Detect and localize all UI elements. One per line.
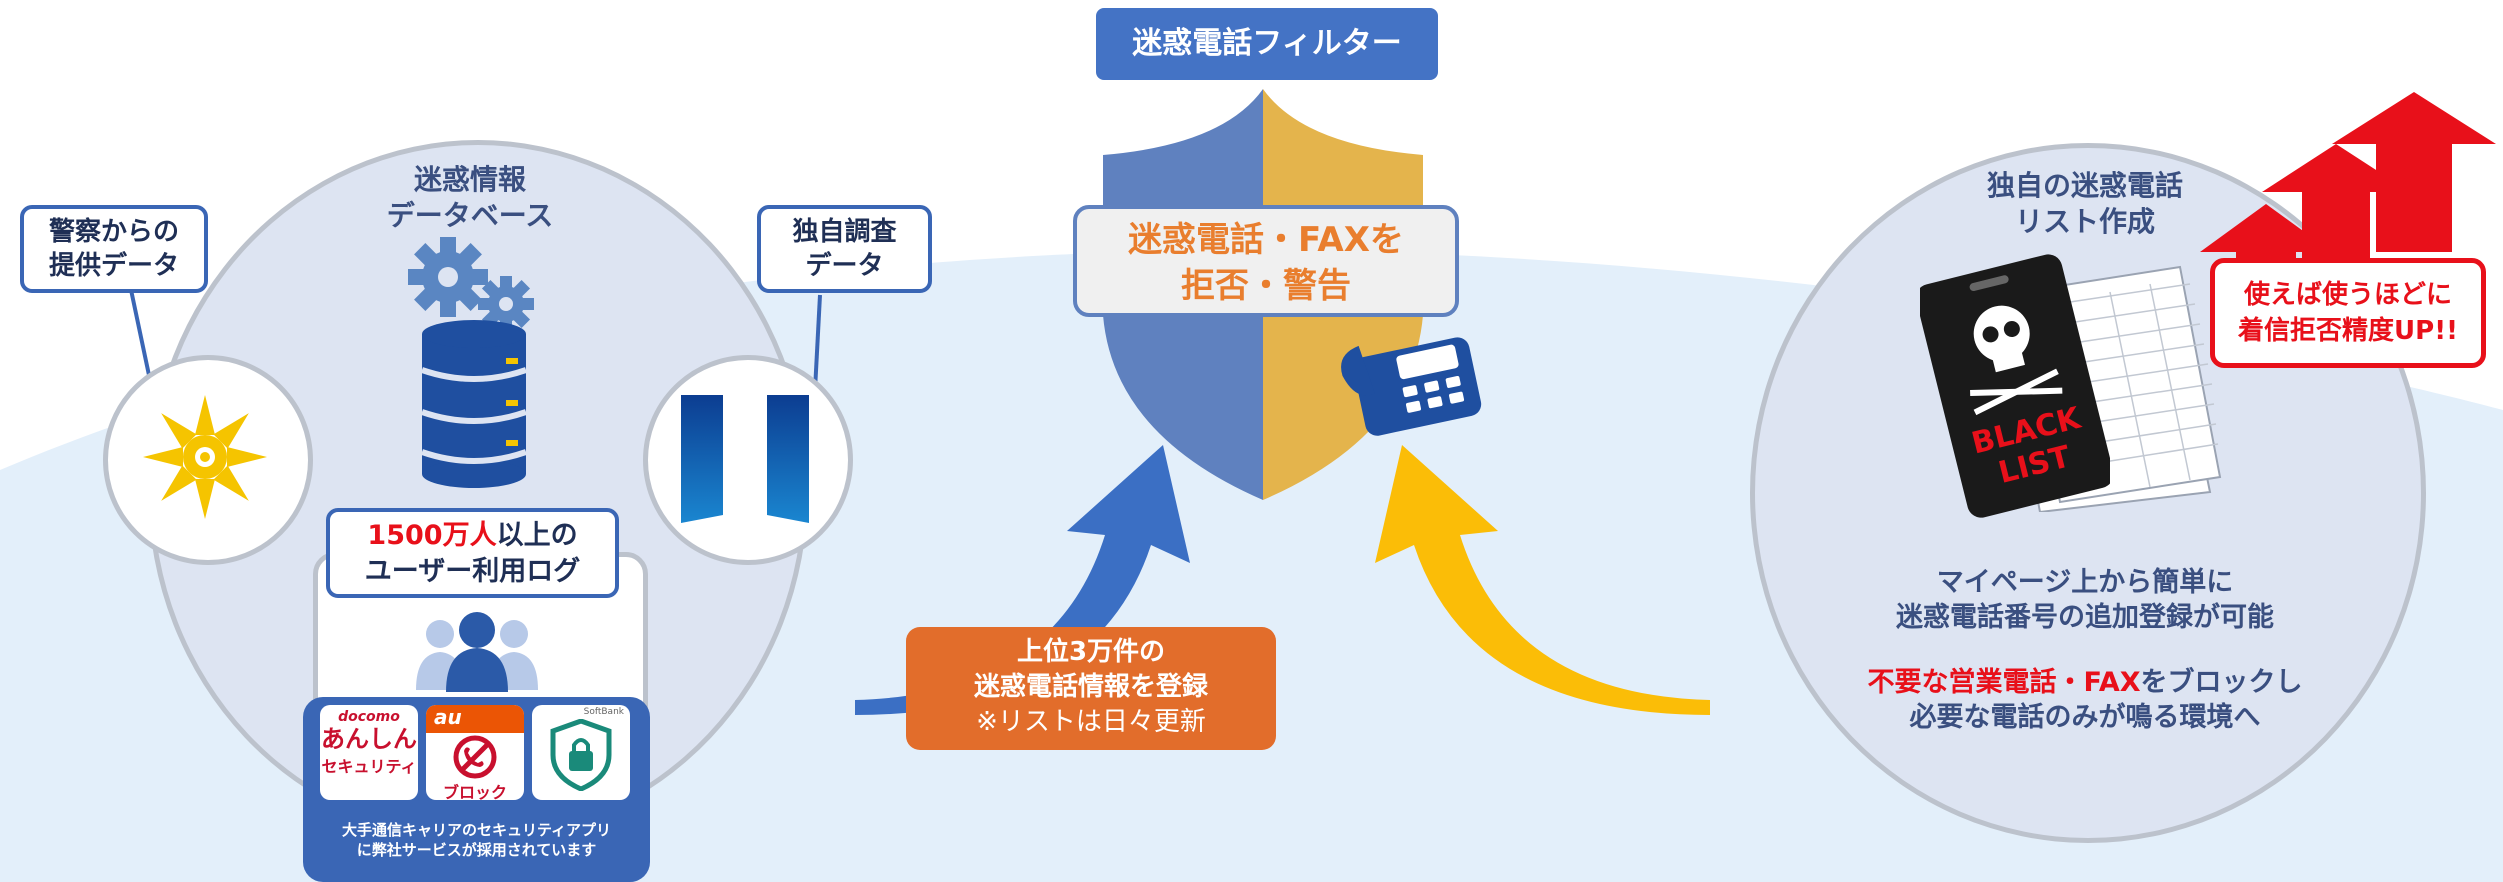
block-phone-icon	[453, 735, 497, 779]
carrier-caption: 大手通信キャリアのセキュリティアプリ に弊社サービスが採用されています	[341, 821, 612, 859]
blacklist-card-icon: BLACK LIST	[1920, 254, 2110, 518]
company-logo-icon	[681, 395, 809, 523]
accuracy-badge: 使えば使うほどに 着信拒否精度UP!!	[2210, 258, 2486, 368]
lock-shield-icon	[550, 719, 612, 791]
shield-label: 迷惑電話・FAXを 拒否・警告	[1073, 205, 1459, 317]
police-line	[128, 284, 152, 381]
telephone-icon	[1341, 337, 1482, 436]
docomo-app-icon: docomo あんしん セキュリティ	[320, 705, 418, 800]
register-label: 上位3万件の 迷惑電話情報を登録 ※リストは日々更新	[906, 627, 1276, 750]
au-app-icon: au ブロック	[426, 705, 524, 800]
blacklist-description: マイページ上から簡単に 迷惑電話番号の追加登録が可能 不要な営業電話・FAXをブ…	[1867, 567, 2303, 733]
survey-data-label: 独自調査 データ	[757, 205, 932, 293]
database-icon	[421, 320, 527, 488]
survey-logo-circle	[643, 355, 853, 565]
users-icon	[416, 612, 538, 692]
blue-arrow	[855, 445, 1190, 715]
survey-line	[813, 294, 822, 391]
police-data-label: 警察からの 提供データ	[20, 205, 208, 293]
database-title: 迷惑情報 データベース	[386, 163, 554, 232]
softbank-app-icon: SoftBank	[532, 705, 630, 800]
blacklist-title: 独自の迷惑電話 リスト作成	[1986, 169, 2183, 238]
userlog-label: 1500万人以上の ユーザー利用ログ	[326, 508, 619, 598]
filter-title-badge: 迷惑電話フィルター	[1096, 8, 1438, 80]
yellow-arrow	[1375, 445, 1710, 715]
police-emblem-icon	[143, 395, 267, 519]
